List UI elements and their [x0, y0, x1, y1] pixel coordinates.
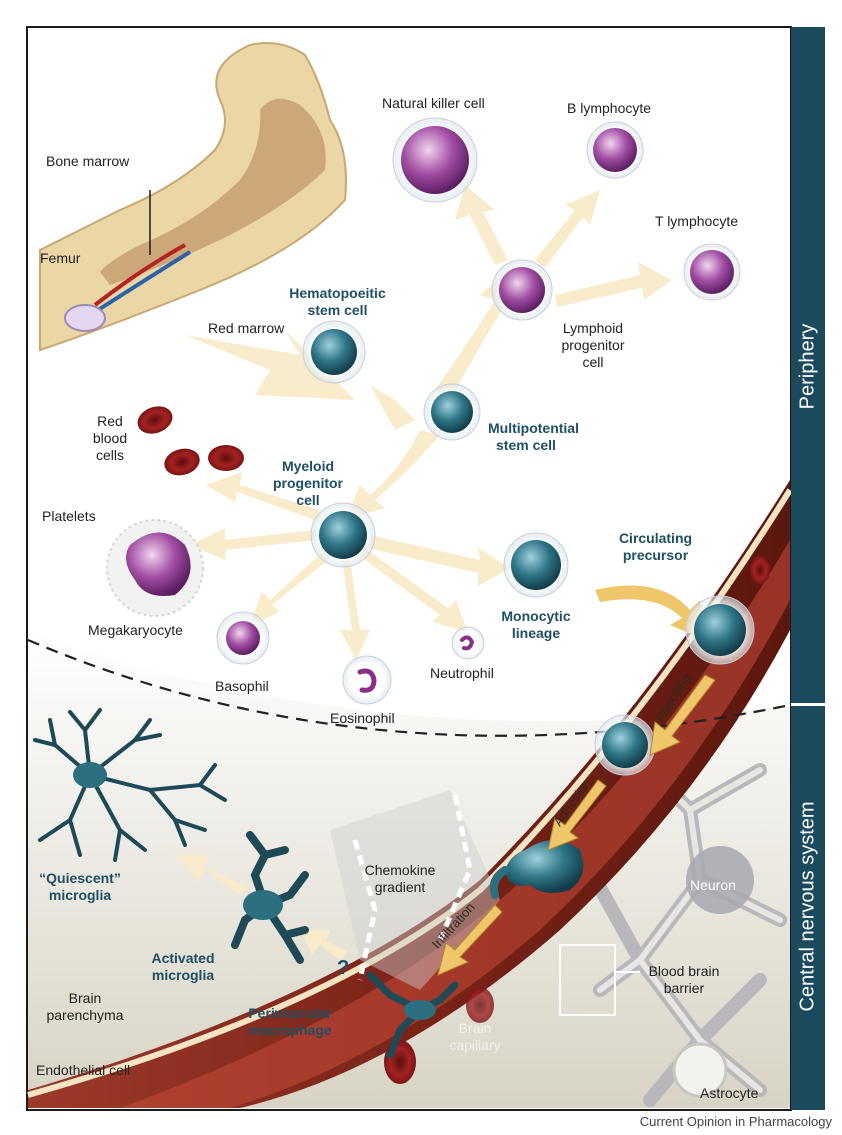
label-lymphoid-line2: progenitor: [553, 337, 633, 354]
label-quiescent: “Quiescent” microglia: [30, 870, 130, 904]
label-basophil: Basophil: [215, 678, 269, 695]
t-lymphocyte-cell: [690, 250, 734, 294]
b-lymphocyte-cell: [593, 128, 637, 172]
label-circulating: Circulating precursor: [608, 530, 703, 564]
label-brain-capillary: Brain capillary: [440, 1020, 510, 1054]
perivascular-macrophage-body: [404, 1000, 436, 1020]
label-chemokine-line2: gradient: [355, 879, 445, 896]
label-activated-line1: Activated: [138, 950, 228, 967]
label-neutrophil: Neutrophil: [430, 665, 494, 682]
nk-cell: [401, 126, 469, 194]
label-t-lymphocyte: T lymphocyte: [655, 213, 738, 230]
sidebar-cns: Central nervous system: [797, 782, 820, 1032]
label-megakaryocyte: Megakaryocyte: [88, 622, 183, 639]
label-circulating-line1: Circulating: [608, 530, 703, 547]
circulating-precursor-cell: [694, 604, 746, 656]
label-monocytic-line2: lineage: [496, 625, 576, 642]
label-b-lymphocyte: B lymphocyte: [567, 100, 651, 117]
basophil-cell: [226, 621, 260, 655]
label-myeloid: Myeloid progenitor cell: [268, 458, 348, 509]
label-bone-marrow: Bone marrow: [46, 153, 129, 170]
label-perivascular-line1: Perivascular: [240, 1005, 340, 1022]
label-activated-line2: microglia: [138, 967, 228, 984]
label-bbb-line1: Blood brain: [640, 963, 728, 980]
label-quiescent-line2: microglia: [30, 887, 130, 904]
label-brain-capillary-line1: Brain: [440, 1020, 510, 1037]
label-chemokine: Chemokine gradient: [355, 862, 445, 896]
label-red-marrow: Red marrow: [208, 320, 284, 337]
label-hsc-line2: stem cell: [285, 302, 390, 319]
label-question: ?: [337, 960, 349, 977]
label-brain-parenchyma: Brain parenchyma: [40, 990, 130, 1024]
figure-credit: Current Opinion in Pharmacology: [640, 1114, 832, 1129]
label-myeloid-line1: Myeloid: [268, 458, 348, 475]
label-eosinophil: Eosinophil: [330, 710, 395, 727]
label-multipotential: Multipotential stem cell: [488, 420, 579, 454]
label-rbc: Red blood cells: [85, 413, 135, 464]
label-rbc-line1: Red: [85, 413, 135, 430]
label-perivascular: Perivascular macrophage: [240, 1005, 340, 1039]
label-endothelial-cell: Endothelial cell: [36, 1062, 130, 1079]
label-perivascular-line2: macrophage: [240, 1022, 340, 1039]
label-quiescent-line1: “Quiescent”: [30, 870, 130, 887]
sidebar-periphery: Periphery: [797, 317, 820, 417]
sidebar-divider: [791, 703, 825, 706]
label-multipotential-line2: stem cell: [488, 437, 579, 454]
label-platelets: Platelets: [42, 508, 96, 525]
label-lymphoid-line1: Lymphoid: [553, 320, 633, 337]
multipotential-cell: [431, 391, 473, 433]
label-neuron: Neuron: [690, 877, 736, 894]
label-myeloid-line2: progenitor: [268, 475, 348, 492]
label-circulating-line2: precursor: [608, 547, 703, 564]
activated-microglia-body: [243, 890, 283, 920]
label-monocytic: Monocytic lineage: [496, 608, 576, 642]
quiescent-microglia-body: [73, 762, 107, 788]
label-brain-capillary-line2: capillary: [440, 1037, 510, 1054]
label-rbc-line3: cells: [85, 447, 135, 464]
patrolling-cell: [602, 722, 648, 768]
label-myeloid-line3: cell: [268, 492, 348, 509]
label-activated: Activated microglia: [138, 950, 228, 984]
hsc-cell: [311, 329, 357, 375]
myeloid-progenitor-cell: [319, 511, 367, 559]
label-multipotential-line1: Multipotential: [488, 420, 579, 437]
label-lymphoid: Lymphoid progenitor cell: [553, 320, 633, 371]
label-femur: Femur: [40, 250, 80, 267]
label-lymphoid-line3: cell: [553, 354, 633, 371]
label-nk-cell: Natural killer cell: [382, 95, 485, 112]
label-bbb: Blood brain barrier: [640, 963, 728, 997]
label-hsc: Hematopoeitic stem cell: [285, 285, 390, 319]
label-brain-parenchyma-line1: Brain: [40, 990, 130, 1007]
label-monocytic-line1: Monocytic: [496, 608, 576, 625]
label-rbc-line2: blood: [85, 430, 135, 447]
lymphoid-progenitor-cell: [499, 267, 545, 313]
label-brain-parenchyma-line2: parenchyma: [40, 1007, 130, 1024]
label-hsc-line1: Hematopoeitic: [285, 285, 390, 302]
monocytic-cell: [511, 540, 561, 590]
label-bbb-line2: barrier: [640, 980, 728, 997]
label-chemokine-line1: Chemokine: [355, 862, 445, 879]
bone-cartilage: [65, 305, 105, 331]
label-astrocyte: Astrocyte: [700, 1085, 758, 1102]
